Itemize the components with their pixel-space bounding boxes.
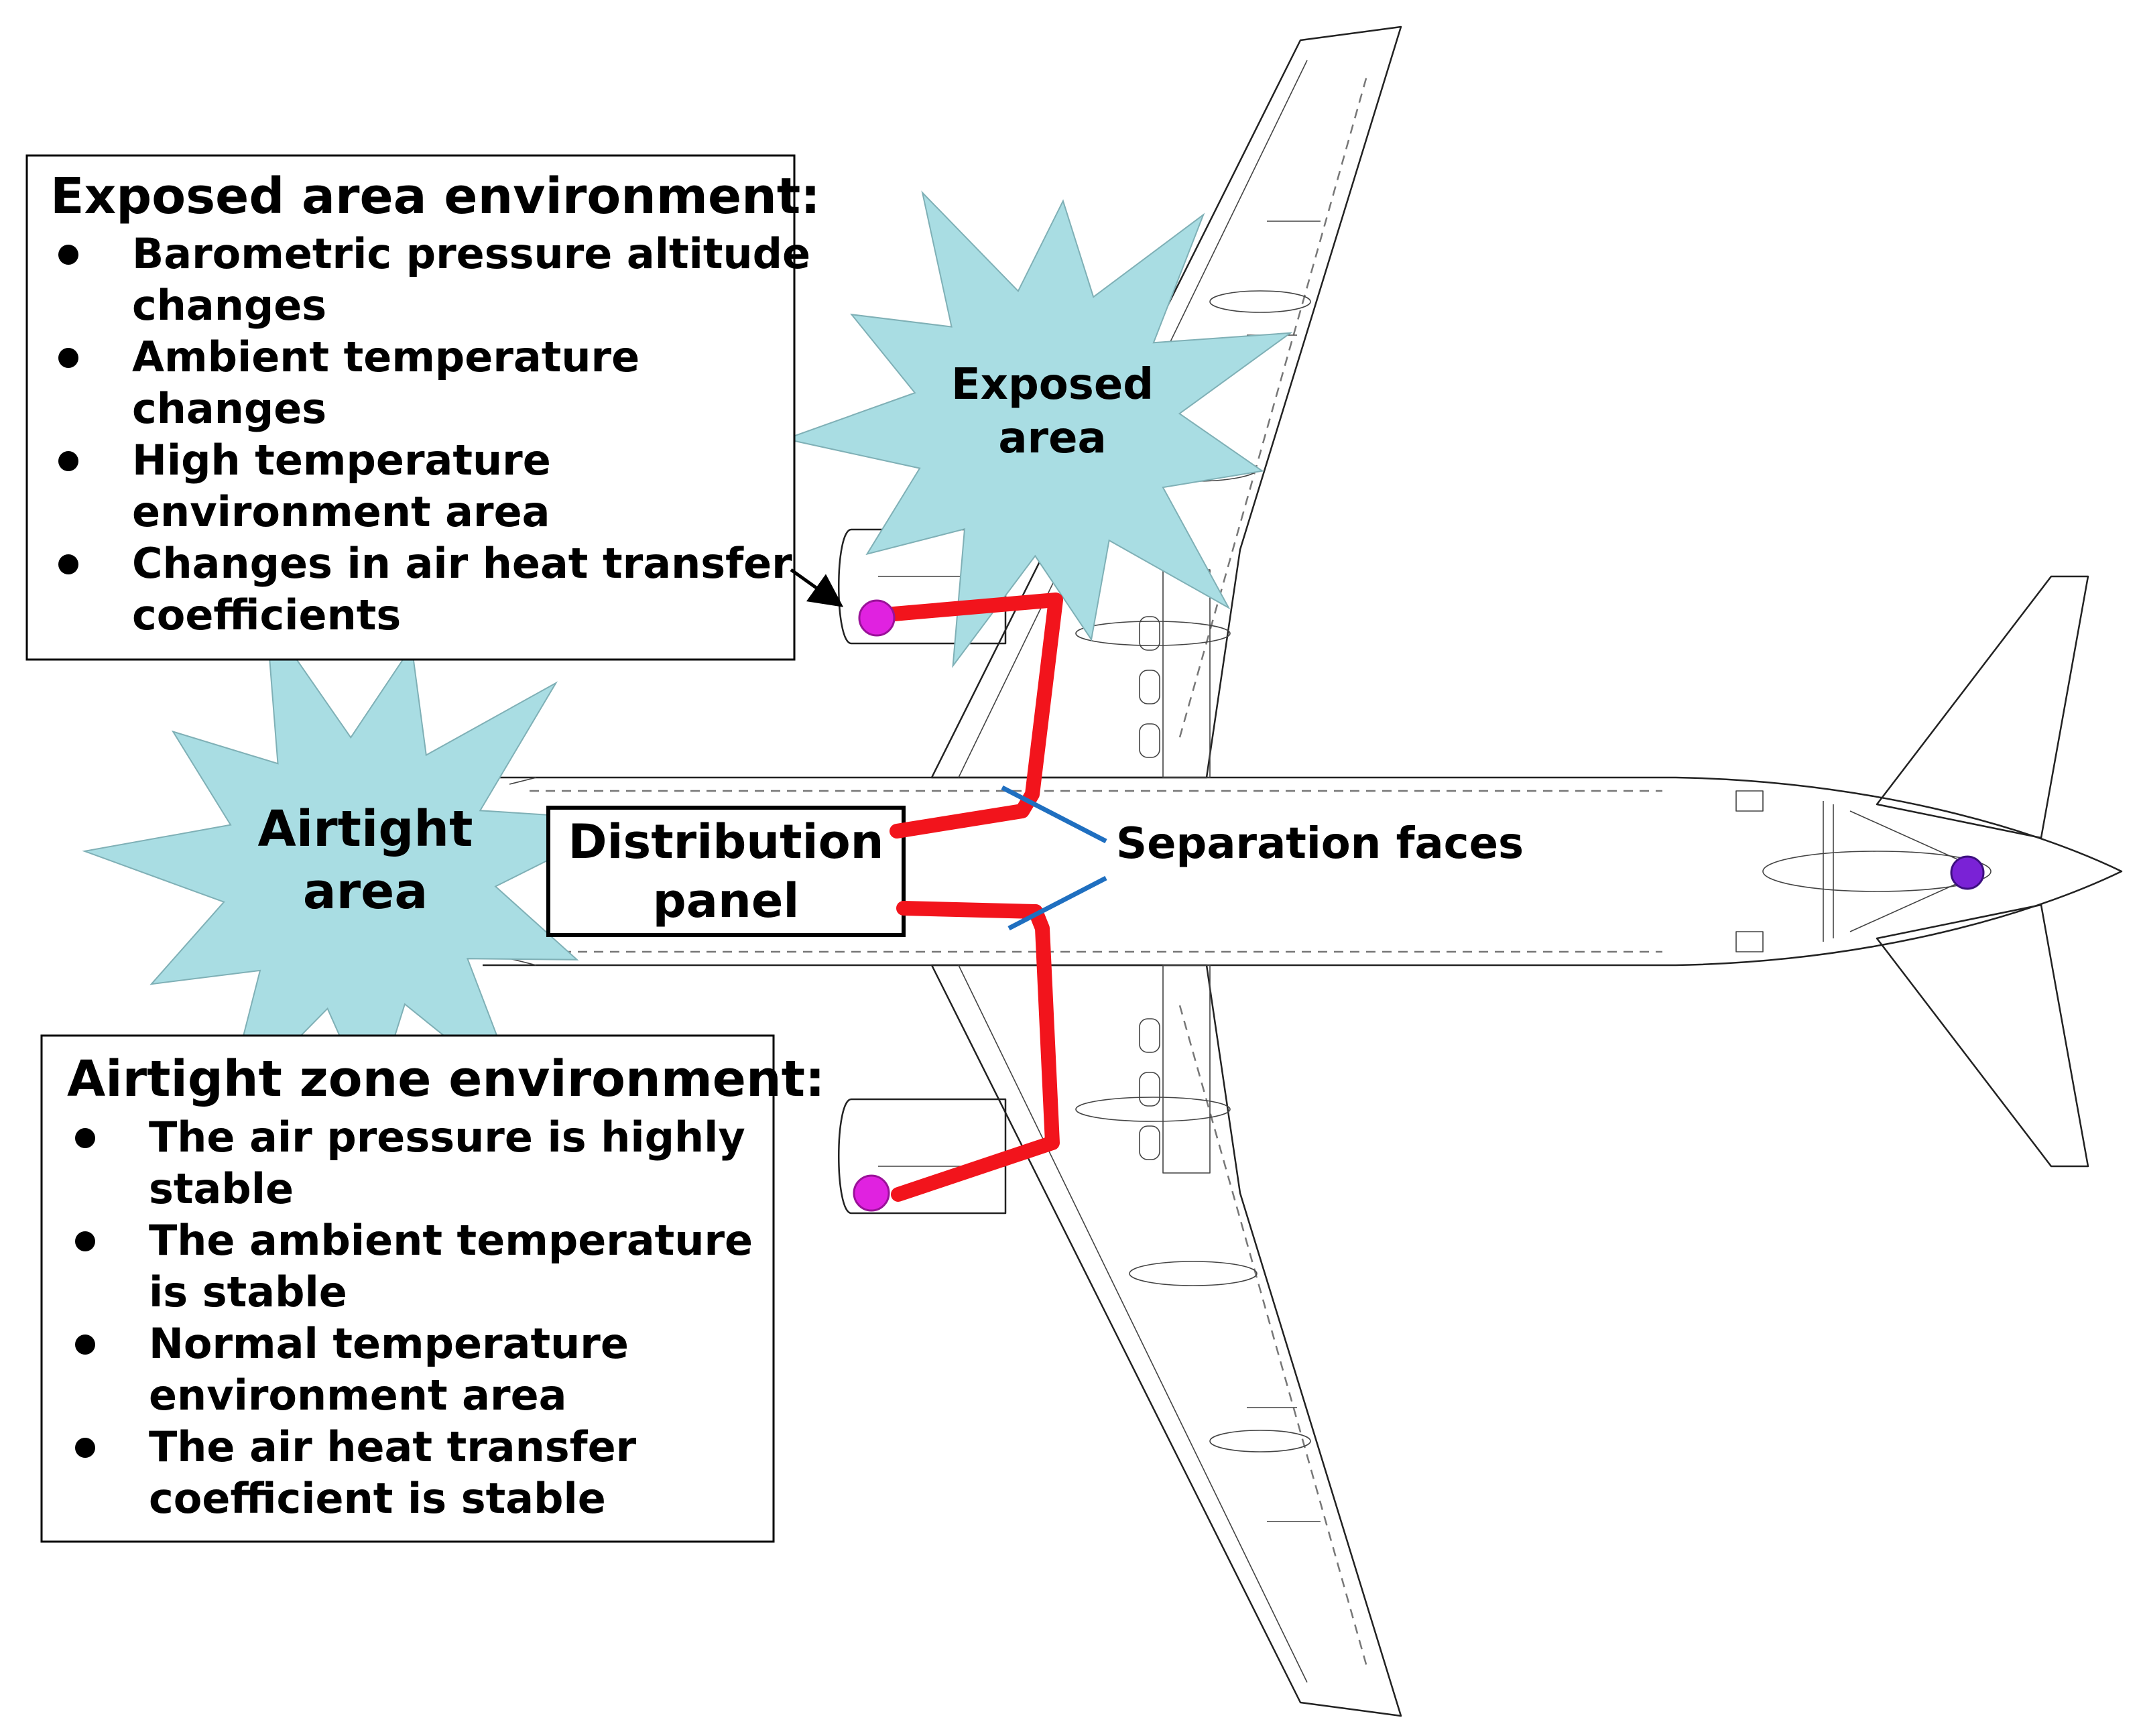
distribution-panel-label-2: panel: [653, 873, 800, 928]
list-item-line: coefficient is stable: [149, 1474, 606, 1523]
list-item-line: The air pressure is highly: [149, 1113, 745, 1162]
bullet-icon: [75, 1231, 95, 1251]
exposed-environment-list: Barometric pressure altitudechangesAmbie…: [58, 229, 810, 639]
separation-faces-label: Separation faces: [1116, 819, 1524, 869]
list-item-line: Ambient temperature: [132, 332, 639, 381]
list-item-line: coefficients: [132, 591, 401, 639]
lower-wing: [930, 964, 1402, 1717]
lower-engine-nacelle: [838, 1098, 1007, 1215]
lower-cable: [891, 901, 1060, 1202]
bullet-icon: [58, 348, 78, 368]
airtight-area-label-1: Airtight: [258, 800, 473, 858]
fuselage: [483, 776, 2123, 967]
pointer-arrow-icon: [790, 568, 844, 607]
separation-line-lower: [1007, 875, 1107, 931]
list-item-line: stable: [149, 1164, 294, 1213]
bullet-icon: [58, 451, 78, 471]
distribution-panel-label-1: Distribution: [568, 814, 883, 869]
lower-engine-sensor: [853, 1174, 890, 1212]
list-item-line: is stable: [149, 1267, 347, 1316]
exposed-area-label-1: Exposed: [951, 360, 1154, 410]
list-item-line: environment area: [132, 487, 550, 536]
upper-tail: [1876, 575, 2089, 839]
exposed-environment-title: Exposed area environment:: [50, 168, 820, 225]
tail-sensor: [1950, 855, 1985, 890]
bullet-icon: [58, 554, 78, 574]
list-item-line: High temperature: [132, 436, 551, 485]
list-item-line: environment area: [149, 1371, 566, 1420]
bullet-icon: [75, 1128, 95, 1148]
airtight-environment-box: [40, 1034, 775, 1543]
bullet-icon: [75, 1438, 95, 1458]
exposed-area-label-2: area: [998, 414, 1106, 463]
list-item-line: Normal temperature: [149, 1319, 629, 1368]
airtight-area-label-2: area: [303, 863, 428, 920]
separation-line-upper: [1001, 785, 1107, 844]
list-item-line: The ambient temperature: [149, 1216, 753, 1265]
exposed-area-starburst: [783, 190, 1293, 668]
list-item-line: changes: [132, 281, 326, 330]
airtight-environment-title: Airtight zone environment:: [67, 1050, 825, 1108]
upper-wing: [930, 25, 1402, 779]
bullet-icon: [58, 245, 78, 265]
list-item-line: Changes in air heat transfer: [132, 539, 792, 588]
distribution-panel-box: [546, 806, 906, 937]
exposed-environment-box: [25, 154, 796, 661]
upper-cable: [871, 593, 1063, 839]
list-item-line: changes: [132, 384, 326, 433]
lower-tail: [1876, 904, 2089, 1168]
bullet-icon: [75, 1335, 95, 1355]
upper-engine-sensor: [858, 599, 896, 637]
list-item-line: The air heat transfer: [149, 1422, 637, 1471]
list-item-line: Barometric pressure altitude: [132, 229, 810, 278]
